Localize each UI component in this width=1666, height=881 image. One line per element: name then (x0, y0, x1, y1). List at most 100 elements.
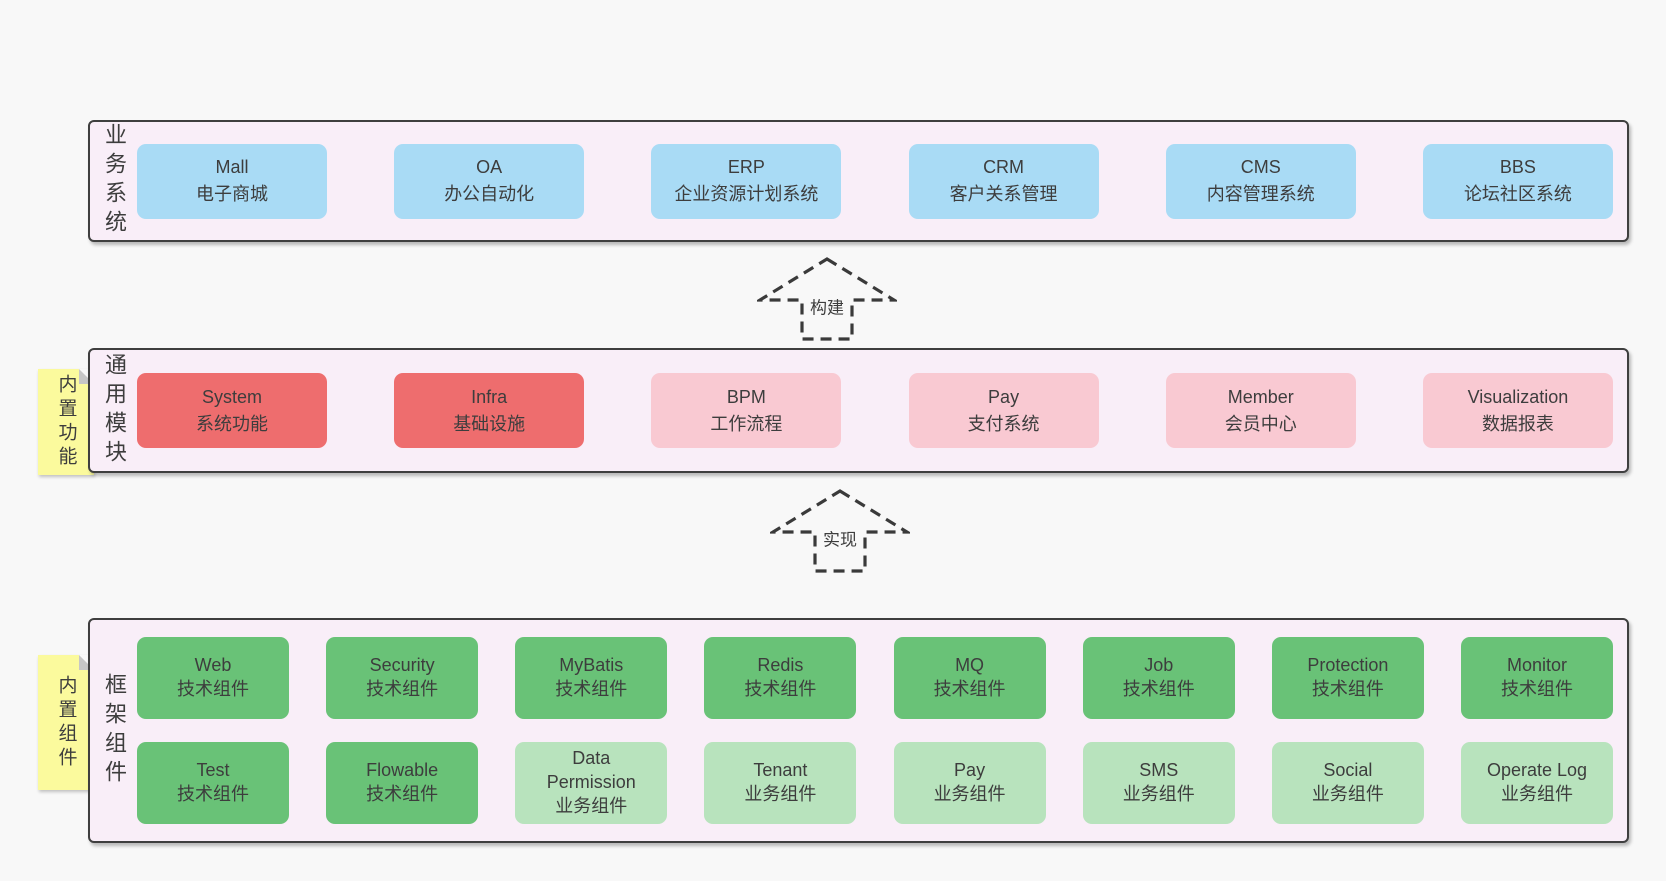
node-title: Job (1144, 655, 1174, 676)
node-mq: MQ 技术组件 (893, 637, 1046, 719)
node-sms: SMS 业务组件 (1082, 742, 1235, 824)
panel-business-systems: 业务系统 Mall 电子商城 OA 办公自动化 ERP 企业资源计划系统 CRM… (88, 120, 1629, 242)
node-title: OA (476, 157, 503, 177)
box-row: Web 技术组件 Security 技术组件 MyBatis 技术组件 Redi… (137, 637, 1613, 719)
dashed-up-arrow-implement: 实现 (770, 488, 910, 574)
node-title: Infra (471, 386, 508, 407)
sticky-note-built-in-features: 内置功能 (38, 369, 94, 475)
node-subtitle: 企业资源计划系统 (674, 184, 819, 204)
node-subtitle: 办公自动化 (444, 184, 535, 204)
node-subtitle: 业务组件 (744, 784, 817, 804)
panel-common-modules: 通用模块 System 系统功能 Infra 基础设施 BPM 工作流程 Pay… (88, 348, 1629, 473)
node-title: Data Permission (546, 748, 636, 793)
arrow-label: 实现 (820, 524, 860, 552)
node-subtitle: 内容管理系统 (1206, 184, 1315, 204)
node-subtitle: 论坛社区系统 (1463, 184, 1572, 204)
node-title: Web (194, 655, 232, 676)
node-member: Member 会员中心 (1165, 373, 1356, 448)
node-subtitle: 电子商城 (196, 184, 268, 204)
node-subtitle: 系统功能 (196, 413, 268, 434)
up-arrow-icon (757, 257, 897, 341)
node-protection: Protection 技术组件 (1271, 637, 1424, 719)
box-row: Test 技术组件 Flowable 技术组件 Data Permission … (137, 742, 1613, 824)
node-cms: CMS 内容管理系统 (1165, 143, 1356, 219)
node-erp: ERP 企业资源计划系统 (651, 143, 842, 219)
sticky-note-built-in-components: 内置组件 (38, 655, 94, 790)
node-subtitle: 技术组件 (1500, 679, 1573, 699)
node-title: ERP (727, 157, 765, 177)
node-title: Redis (757, 655, 804, 676)
node-title: BBS (1499, 157, 1536, 177)
node-subtitle: 数据报表 (1481, 413, 1554, 434)
panel-title: 业务系统 (102, 123, 127, 239)
node-oa: OA 办公自动化 (394, 143, 585, 219)
node-subtitle: 技术组件 (1122, 679, 1195, 699)
node-title: CMS (1240, 157, 1281, 177)
panel-title: 框架组件 (102, 672, 127, 789)
node-data-permission: Data Permission 业务组件 (515, 742, 668, 824)
node-title: SMS (1139, 760, 1179, 781)
node-bpm: BPM 工作流程 (651, 373, 842, 448)
dashed-up-arrow-build: 构建 (757, 256, 897, 342)
node-title: Visualization (1467, 386, 1569, 407)
node-pay-module: Pay 支付系统 (908, 373, 1099, 448)
node-title: MyBatis (559, 655, 624, 676)
node-subtitle: 业务组件 (1311, 784, 1384, 804)
node-title: Monitor (1506, 655, 1567, 676)
node-security: Security 技术组件 (326, 637, 479, 719)
node-subtitle: 会员中心 (1224, 413, 1297, 434)
node-subtitle: 技术组件 (933, 679, 1006, 699)
node-subtitle: 工作流程 (710, 413, 783, 434)
node-subtitle: 业务组件 (1122, 784, 1195, 804)
node-web: Web 技术组件 (137, 637, 289, 719)
node-subtitle: 业务组件 (555, 795, 628, 816)
node-title: Mall (215, 157, 249, 177)
node-flowable: Flowable 技术组件 (326, 742, 479, 824)
node-monitor: Monitor 技术组件 (1460, 637, 1613, 719)
node-title: BPM (726, 386, 766, 407)
node-visualization: Visualization 数据报表 (1422, 373, 1613, 448)
node-title: Protection (1307, 655, 1389, 676)
node-title: Security (369, 655, 435, 676)
panel-framework-components: 框架组件 Web 技术组件 Security 技术组件 MyBatis 技术组件… (88, 618, 1629, 843)
node-subtitle: 支付系统 (967, 413, 1040, 434)
node-title: MQ (955, 655, 985, 676)
node-title: Social (1323, 760, 1373, 781)
box-row: Mall 电子商城 OA 办公自动化 ERP 企业资源计划系统 CRM 客户关系… (137, 143, 1613, 219)
node-subtitle: 技术组件 (555, 679, 628, 699)
node-mall: Mall 电子商城 (137, 143, 327, 219)
node-subtitle: 技术组件 (744, 679, 817, 699)
node-subtitle: 技术组件 (366, 784, 439, 804)
box-row: System 系统功能 Infra 基础设施 BPM 工作流程 Pay 支付系统… (137, 373, 1613, 448)
node-test: Test 技术组件 (137, 742, 289, 824)
sticky-note-label: 内置组件 (55, 674, 77, 771)
node-subtitle: 技术组件 (177, 784, 249, 804)
node-title: System (201, 386, 262, 407)
node-title: CRM (983, 157, 1025, 177)
node-subtitle: 业务组件 (1500, 784, 1573, 804)
node-pay-component: Pay 业务组件 (893, 742, 1046, 824)
node-redis: Redis 技术组件 (704, 637, 857, 719)
node-operate-log: Operate Log 业务组件 (1460, 742, 1613, 824)
node-title: Pay (988, 386, 1020, 407)
node-infra: Infra 基础设施 (394, 373, 585, 448)
node-title: Test (196, 760, 230, 781)
node-subtitle: 技术组件 (366, 679, 439, 699)
node-title: Operate Log (1486, 760, 1588, 781)
node-system: System 系统功能 (137, 373, 327, 448)
node-title: Flowable (366, 760, 439, 781)
node-subtitle: 基础设施 (453, 413, 526, 434)
node-crm: CRM 客户关系管理 (908, 143, 1099, 219)
node-subtitle: 技术组件 (1311, 679, 1384, 699)
node-bbs: BBS 论坛社区系统 (1422, 143, 1613, 219)
node-job: Job 技术组件 (1082, 637, 1235, 719)
node-mybatis: MyBatis 技术组件 (515, 637, 668, 719)
node-subtitle: 技术组件 (177, 679, 249, 699)
node-tenant: Tenant 业务组件 (704, 742, 857, 824)
node-subtitle: 业务组件 (933, 784, 1006, 804)
sticky-note-label: 内置功能 (55, 374, 77, 470)
arrow-label: 构建 (807, 292, 847, 320)
panel-title: 通用模块 (102, 352, 127, 469)
node-social: Social 业务组件 (1271, 742, 1424, 824)
